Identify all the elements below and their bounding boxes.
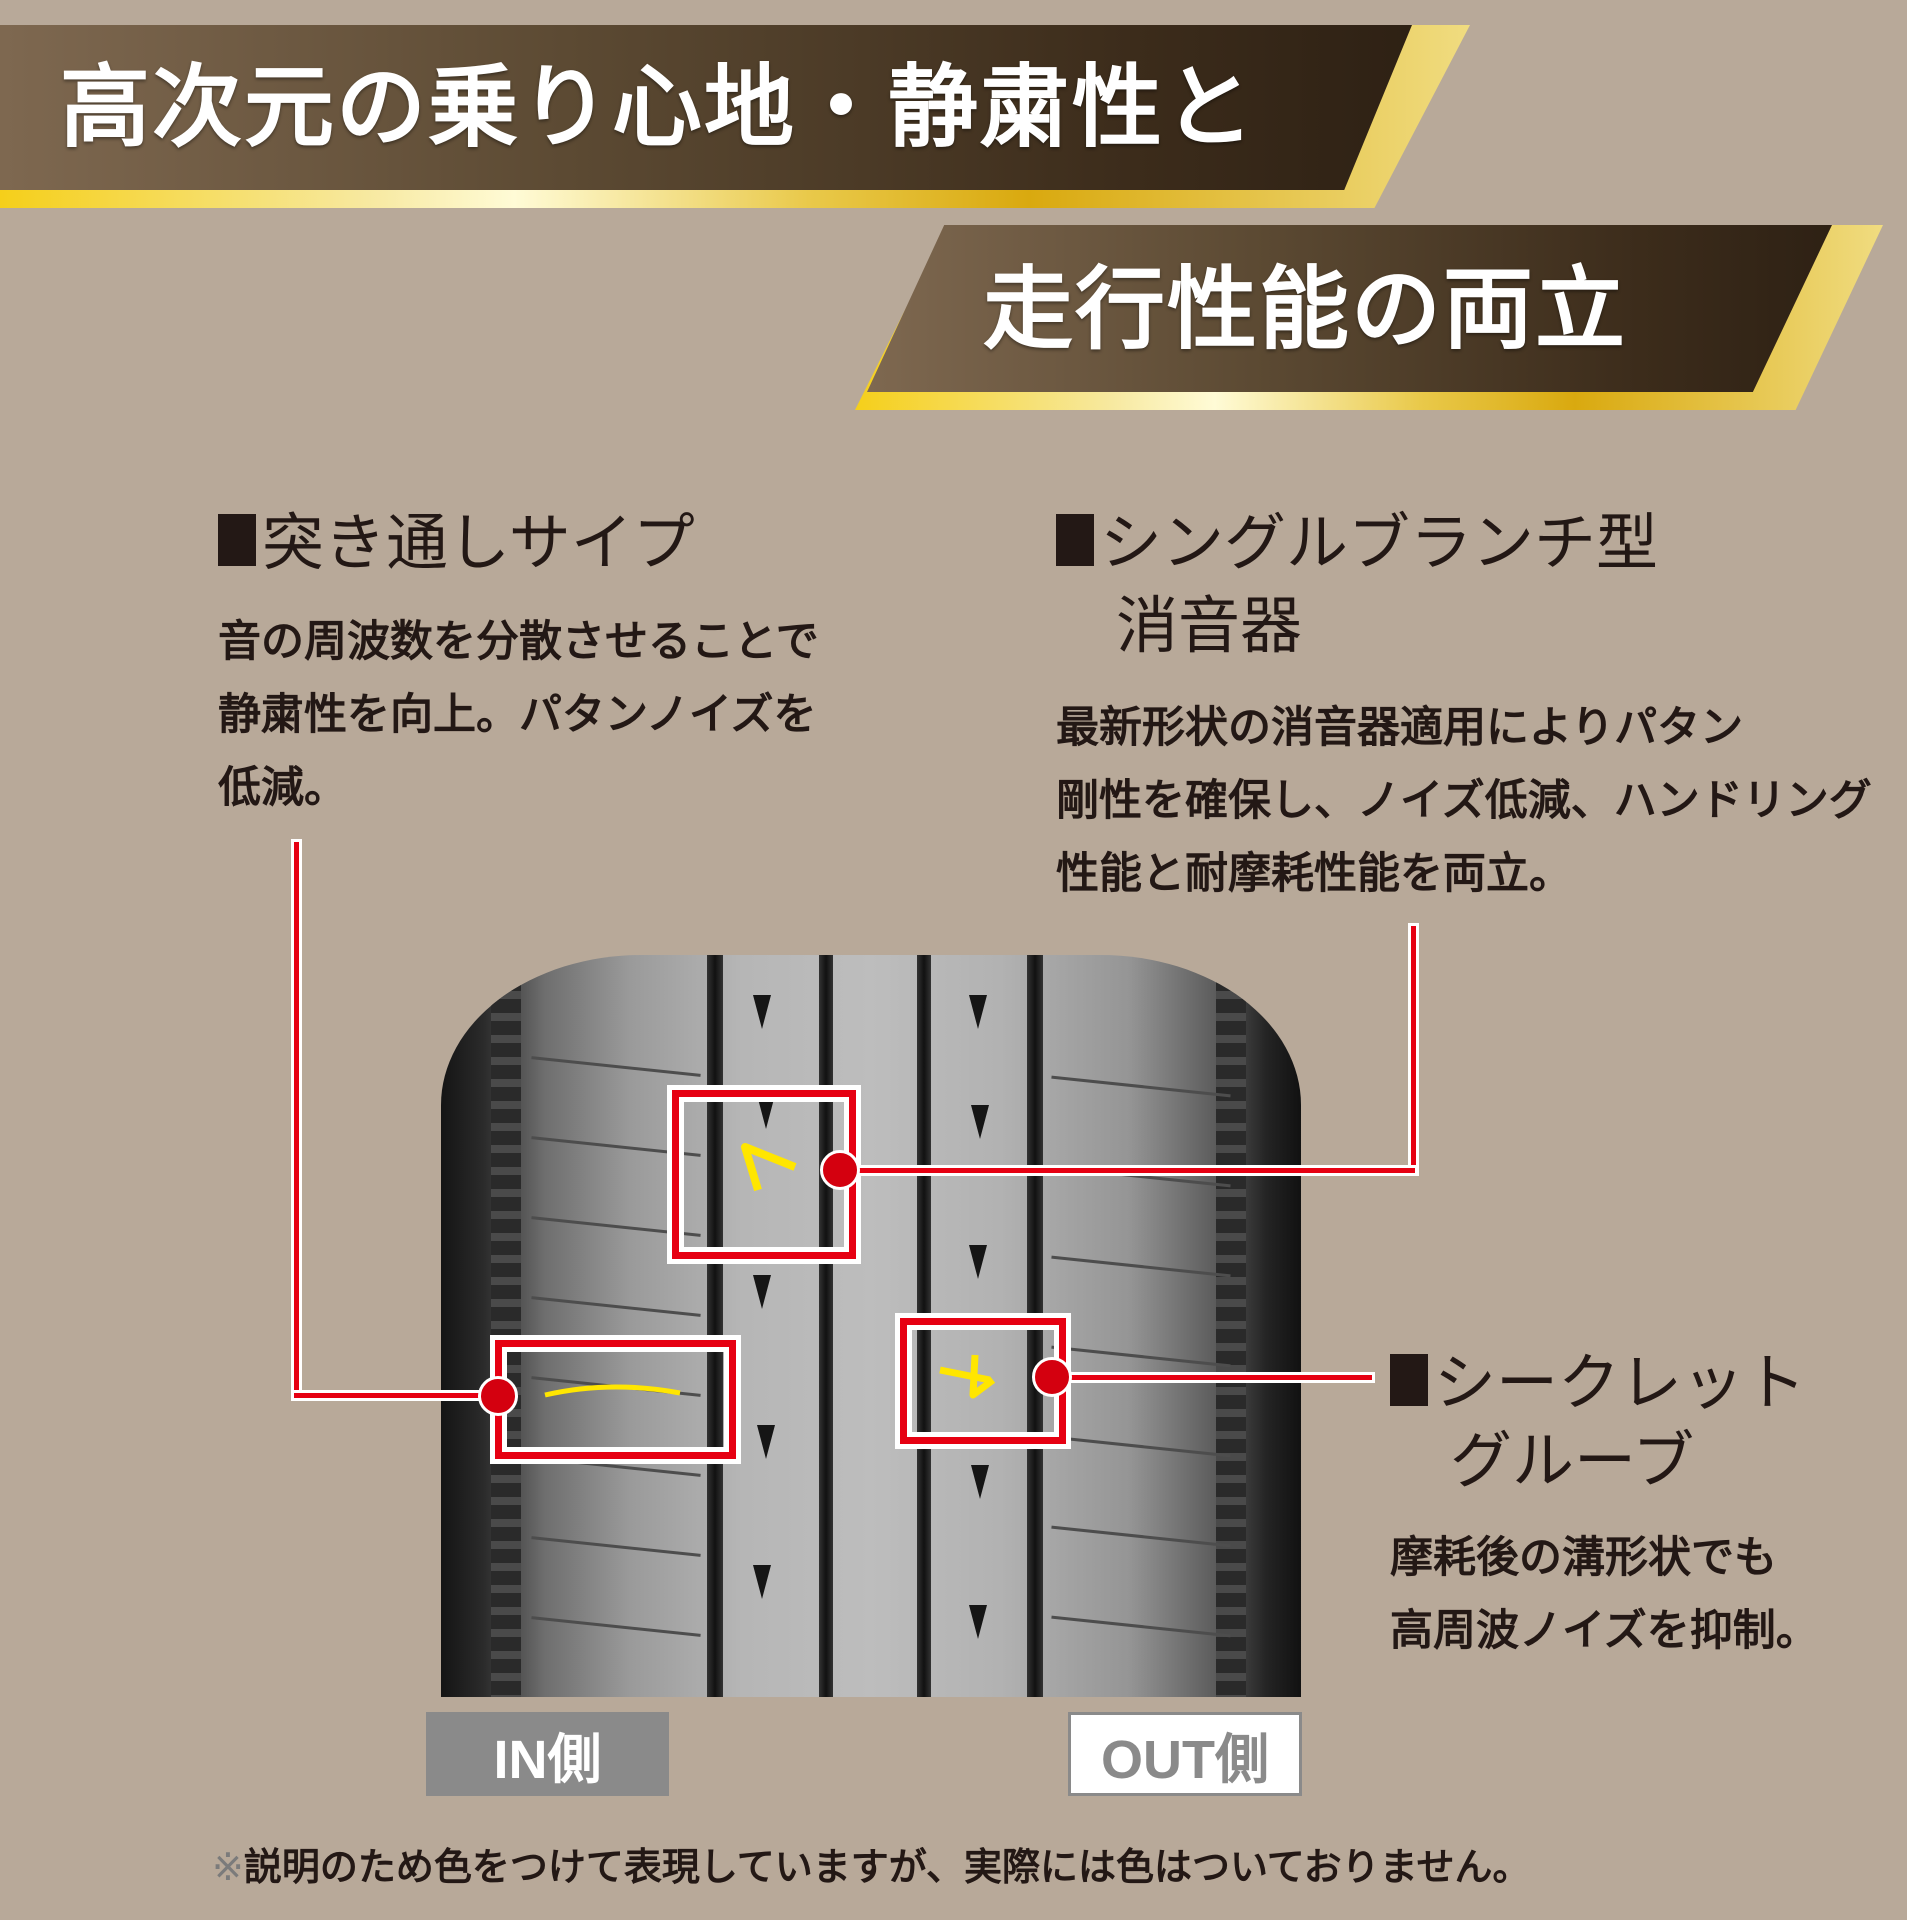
main-groove <box>917 955 931 1697</box>
callout-dot-secret-groove <box>1032 1357 1072 1397</box>
main-groove <box>707 955 723 1697</box>
notch <box>971 1105 989 1139</box>
callout-line-sipe-vertical <box>294 842 299 1397</box>
muffler-yellow-marker <box>741 1143 797 1192</box>
square-bullet-icon <box>1390 1354 1428 1406</box>
feature-title-secret-groove: シークレット <box>1390 1352 1806 1414</box>
body-line: 音の周波数を分散させることで <box>218 617 819 667</box>
body-line: 剛性を確保し、ノイズ低減、ハンドリング <box>1056 776 1872 826</box>
out-side-badge: OUT側 <box>1068 1712 1302 1796</box>
shoulder-blocks <box>491 955 521 1697</box>
feature-title-text: シークレット <box>1434 1346 1807 1419</box>
sipe <box>1051 1525 1231 1548</box>
notch <box>971 1465 989 1499</box>
footer-note: ※説明のため色をつけて表現していますが、実際には色はついておりません。 <box>212 1836 1531 1891</box>
callout-dot-sipe <box>478 1376 518 1416</box>
body-line: 最新形状の消音器適用によりパタン <box>1056 703 1744 753</box>
feature-title-line2: グルーブ <box>1450 1424 1695 1497</box>
footer-note-text: 説明のため色をつけて表現していますが、実際には色はついておりません。 <box>243 1845 1531 1889</box>
tire-tread-image <box>441 955 1301 1697</box>
body-line: 摩耗後の溝形状でも <box>1390 1533 1777 1583</box>
feature-title-single-branch-muffler: シングルブランチ型 <box>1056 512 1658 574</box>
feature-body-through-sipe: 音の周波数を分散させることで 静粛性を向上。パタンノイズを 低減。 <box>218 606 819 825</box>
in-side-badge: IN側 <box>426 1712 669 1796</box>
sipe <box>531 1296 701 1317</box>
headline-line-1: 高次元の乗り心地・静粛性と <box>60 55 1256 160</box>
feature-body-single-branch-muffler: 最新形状の消音器適用によりパタン 剛性を確保し、ノイズ低減、ハンドリング 性能と… <box>1056 692 1872 911</box>
notch <box>753 1275 771 1309</box>
body-line: 静粛性を向上。パタンノイズを <box>218 690 817 740</box>
sipe <box>531 1056 701 1077</box>
sipe <box>1051 1075 1231 1098</box>
headline-banner-2: 走行性能の両立 <box>855 225 1883 410</box>
feature-title-through-sipe: 突き通しサイプ <box>218 512 695 574</box>
secret-groove-yellow-marker <box>939 1354 996 1399</box>
banner-dark-panel <box>867 225 1832 392</box>
sipe <box>1051 1615 1231 1638</box>
notch <box>753 995 771 1029</box>
square-bullet-icon <box>218 514 256 566</box>
main-groove <box>819 955 833 1697</box>
square-bullet-icon <box>1056 514 1094 566</box>
sipe <box>1051 1435 1231 1458</box>
notch <box>969 1245 987 1279</box>
feature-title-text: シングルブランチ型 <box>1100 506 1659 579</box>
feature-body-secret-groove: 摩耗後の溝形状でも 高周波ノイズを抑制。 <box>1390 1522 1819 1668</box>
sipe-yellow-marker <box>544 1384 681 1398</box>
main-groove <box>1027 955 1043 1697</box>
callout-line-muffler-horizontal <box>840 1168 1415 1173</box>
callout-dot-muffler <box>820 1150 860 1190</box>
headline-banner-1: 高次元の乗り心地・静粛性と <box>0 25 1470 208</box>
body-line: 低減。 <box>218 763 347 813</box>
notch <box>969 995 987 1029</box>
notch <box>757 1095 775 1129</box>
feature-title-line2: 消音器 <box>1116 589 1303 662</box>
callout-line-sipe-horizontal <box>294 1393 499 1398</box>
callout-line-secret-groove <box>1050 1375 1372 1380</box>
notch <box>753 1565 771 1599</box>
feature-title-text: 突き通しサイプ <box>262 506 695 579</box>
banner-dark-panel <box>0 25 1412 190</box>
sipe <box>1051 1255 1231 1278</box>
sipe <box>531 1616 701 1637</box>
notch <box>969 1605 987 1639</box>
shoulder-blocks <box>1216 955 1246 1697</box>
body-line: 高周波ノイズを抑制。 <box>1390 1606 1819 1656</box>
callout-line-muffler-vertical <box>1411 926 1416 1173</box>
reference-mark: ※ <box>212 1845 244 1889</box>
sipe <box>531 1456 701 1477</box>
sipe <box>1051 1345 1231 1368</box>
sipe <box>531 1536 701 1557</box>
notch <box>757 1425 775 1459</box>
body-line: 性能と耐摩耗性能を両立。 <box>1056 849 1572 899</box>
headline-line-2: 走行性能の両立 <box>983 257 1627 362</box>
